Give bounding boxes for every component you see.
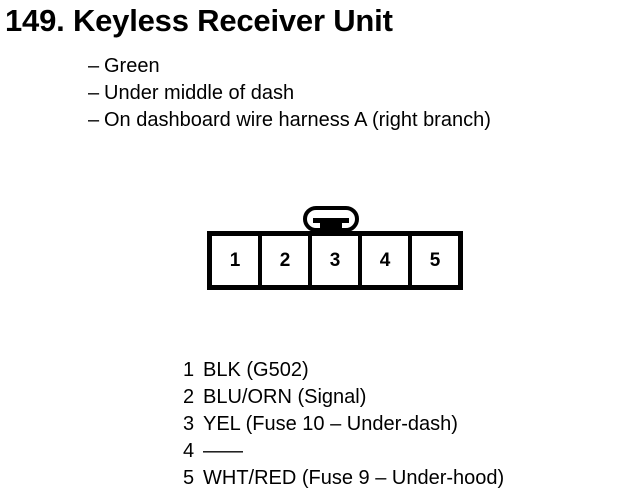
pin-number: 4 [183,440,195,462]
pin-description: BLK (G502) [203,359,309,381]
pin-legend-row: 3 YEL (Fuse 10 – Under-dash) [183,411,603,438]
pin-number: 2 [183,386,195,408]
bullet-item: – Green [88,53,608,80]
pin-legend-row: 5 WHT/RED (Fuse 9 – Under-hood) [183,465,603,492]
pin-description: BLU/ORN (Signal) [203,386,367,408]
dash-bullet-icon: – [88,109,100,131]
pin-description: WHT/RED (Fuse 9 – Under-hood) [203,467,505,489]
bullet-item-label: Under middle of dash [104,82,295,104]
pin-legend-row: 1 BLK (G502) [183,357,603,384]
connector-pin-cell-4: 4 [362,236,408,285]
pin-description: YEL (Fuse 10 – Under-dash) [203,413,458,435]
connector-pin-cell-1: 1 [212,236,258,285]
connector-pin-cell-2: 2 [262,236,308,285]
connector-body: 1 2 3 4 5 [207,231,463,290]
bullet-item: – On dashboard wire harness A (right bra… [88,107,608,134]
latch-tab-stem [320,218,342,234]
pin-description: —— [203,440,243,462]
pin-number: 3 [183,413,195,435]
page-title: 149. Keyless Receiver Unit [5,3,393,38]
connector-latch-tab-icon [303,206,359,234]
connector-pin-cell-5: 5 [412,236,458,285]
connector-pin-cell-3: 3 [312,236,358,285]
pin-legend-list: 1 BLK (G502) 2 BLU/ORN (Signal) 3 YEL (F… [183,357,603,492]
dash-bullet-icon: – [88,82,100,104]
pin-number: 1 [183,359,195,381]
pin-legend-row: 2 BLU/ORN (Signal) [183,384,603,411]
connector-diagram: 1 2 3 4 5 [207,206,463,290]
description-bullet-list: – Green – Under middle of dash – On dash… [88,53,608,134]
bullet-item-label: Green [104,55,160,77]
pin-legend-row: 4 —— [183,438,603,465]
dash-bullet-icon: – [88,55,100,77]
pin-number: 5 [183,467,195,489]
bullet-item: – Under middle of dash [88,80,608,107]
bullet-item-label: On dashboard wire harness A (right branc… [104,109,491,131]
